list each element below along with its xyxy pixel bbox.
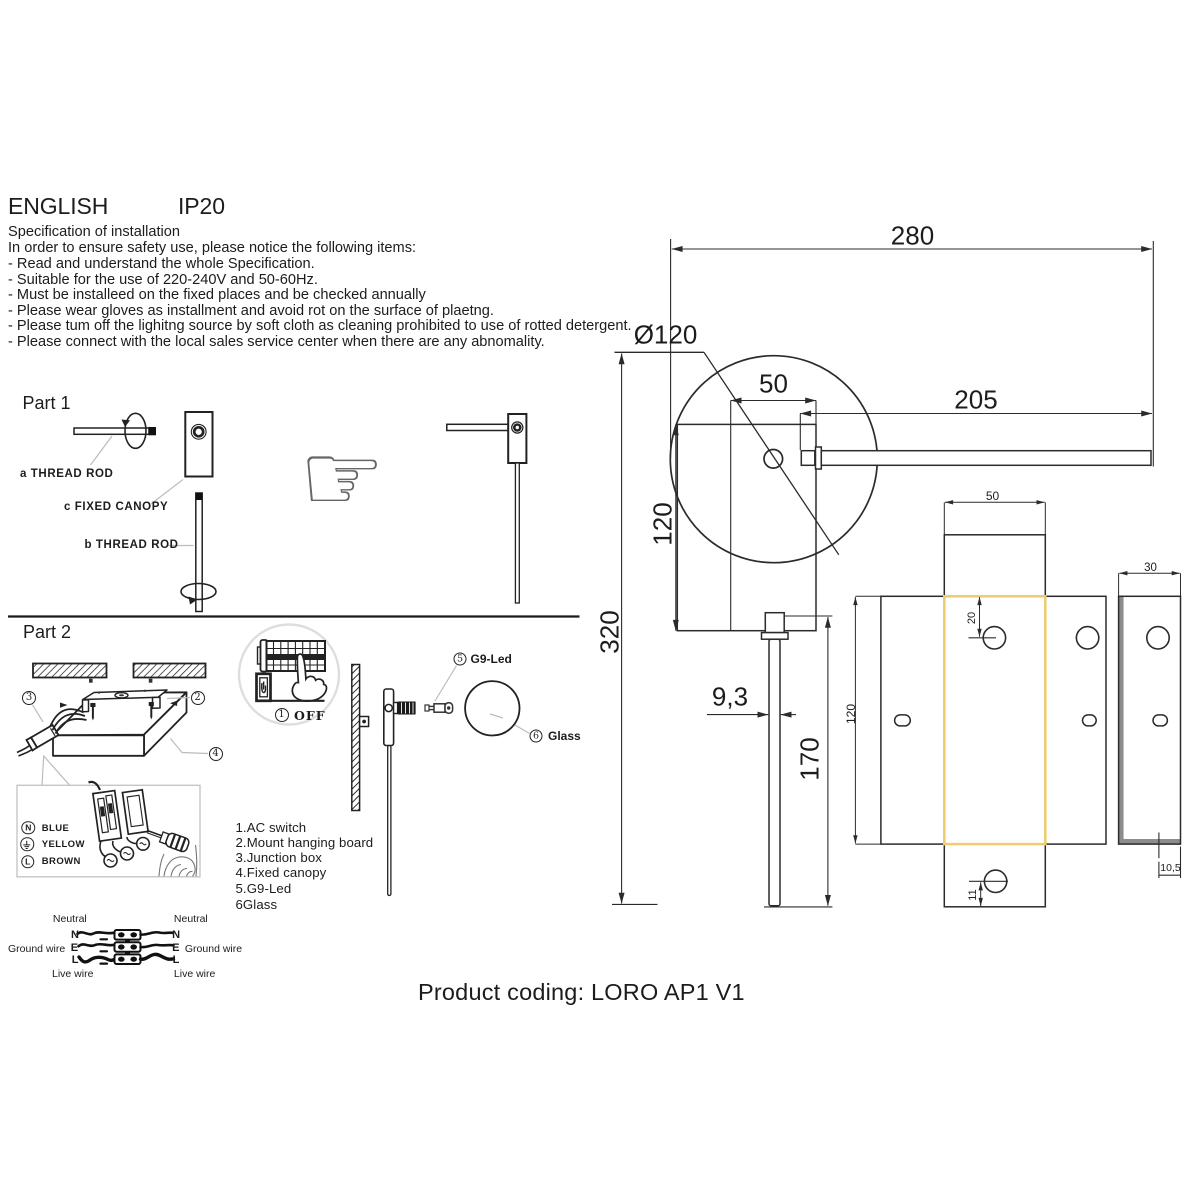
wiring-left-e: E (70, 942, 79, 955)
dim-rod-diameter: 9,3 (711, 681, 749, 712)
pointing-hand-icon: ☞ (298, 422, 386, 534)
legend-n-letter: N (25, 822, 32, 833)
dim-overall-height: 320 (594, 609, 625, 654)
dim-canopy-height: 120 (647, 501, 677, 546)
callout-1: 1 (274, 707, 289, 722)
hanging-board-highlight (942, 594, 1047, 846)
parts-list-item-1: 1.AC switch (235, 819, 307, 835)
dim-overall-width: 280 (890, 220, 935, 250)
dim-plate-height: 120 (843, 703, 858, 725)
callout-6-number: 6 (532, 730, 540, 742)
part2-wall-figure (351, 663, 370, 812)
wiring-right-n: N (172, 929, 181, 942)
callout-2: 2 (190, 690, 205, 705)
legend-symbol-n: N (21, 820, 36, 835)
label-fixed-canopy: c FIXED CANOPY (64, 500, 169, 513)
part2-ceiling-figure (32, 662, 207, 683)
legend-symbol-l: L (20, 854, 35, 869)
wiring-detail-inset (16, 784, 201, 878)
legend-yellow: YELLOW (41, 839, 85, 851)
legend-symbol-earth (20, 837, 34, 852)
dim-side-width: 30 (1144, 561, 1157, 574)
callout-3-number: 3 (25, 692, 33, 703)
off-step-inset (237, 623, 341, 726)
wiring-right-live: Live wire (173, 967, 216, 980)
label-thread-rod-a: a THREAD ROD (20, 468, 114, 480)
dim-hole-top-offset: 20 (966, 611, 978, 625)
g9-led-label: G9-Led (470, 651, 512, 666)
wiring-right-e: E (172, 942, 180, 955)
side-view-drawing (1117, 571, 1182, 878)
parts-list-item-6: 6Glass (235, 896, 278, 912)
dim-side-hole-offset: 10,5 (1160, 861, 1181, 874)
dim-board-width: 50 (759, 368, 788, 399)
wiring-right-ground: Ground wire (184, 942, 243, 955)
leader-a (90, 435, 113, 466)
off-label: OFF (294, 708, 326, 723)
callout-4-number: 4 (212, 748, 219, 759)
front-view-drawing (612, 239, 1154, 908)
spec-title: Specification of installation (8, 223, 180, 240)
dim-plate-tab-width: 50 (985, 488, 1000, 503)
callout-5: 5 (453, 652, 467, 666)
earth-icon (23, 840, 31, 849)
callout-5-number: 5 (456, 653, 464, 665)
language-title: ENGLISH (8, 193, 109, 219)
part1-thread-rod-b-figure (180, 492, 217, 613)
part1-fixed-canopy-figure (184, 411, 214, 478)
spec-item-2: - Suitable for the use of 220-240V and 5… (8, 271, 318, 288)
label-thread-rod-b: b THREAD ROD (84, 539, 179, 551)
callout-2-number: 2 (194, 692, 201, 703)
spec-item-1: - Read and understand the whole Specific… (8, 256, 315, 272)
part2-leader-lines (31, 665, 530, 786)
wiring-left-n: N (71, 929, 79, 942)
wiring-right-l: L (172, 954, 180, 967)
spec-item-5: - Please tum off the lighitng source by … (8, 318, 632, 334)
part1-thread-rod-a-figure (73, 412, 156, 450)
wiring-left-live: Live wire (52, 967, 94, 980)
glass-leader-inner (489, 713, 504, 719)
part2-canopy-box-figure (52, 689, 188, 757)
wiring-detail-art (88, 780, 198, 877)
parts-list-item-4: 4.Fixed canopy (235, 865, 327, 880)
wiring-right-neutral: Neutral (173, 913, 208, 925)
legend-blue: BLUE (41, 822, 70, 834)
parts-list-item-3: 3.Junction box (235, 850, 322, 865)
spec-item-6: - Please connect with the local sales se… (8, 333, 545, 350)
part1-title: Part 1 (22, 393, 71, 413)
callout-1-number: 1 (278, 709, 285, 721)
dim-diameter: Ø120 (633, 319, 698, 350)
wiring-left-l: L (71, 954, 79, 967)
glass-label: Glass (548, 729, 581, 743)
spec-intro: In order to ensure safety use, please no… (8, 239, 417, 256)
legend-l-letter: L (25, 856, 31, 867)
product-coding: Product coding: LORO AP1 V1 (418, 979, 745, 1005)
mounting-plate-drawing (853, 500, 1107, 908)
part2-lamp-figure (382, 688, 416, 897)
wiring-diagram-art (76, 929, 176, 966)
part2-junction-box-figure (16, 708, 87, 757)
part2-title: Part 2 (23, 621, 72, 642)
spec-item-3: - Must be installeed on the fixed places… (8, 287, 426, 303)
callout-6: 6 (529, 729, 543, 743)
wiring-left-neutral: Neutral (52, 913, 87, 925)
hand-holding-screwdriver (158, 844, 198, 877)
legend-brown: BROWN (41, 856, 81, 868)
dim-hole-bottom-offset: 11 (967, 889, 979, 901)
g9-led-bulb-figure (424, 702, 454, 714)
parts-list-item-2: 2.Mount hanging board (235, 834, 374, 850)
ip-rating: IP20 (178, 193, 225, 219)
callout-3: 3 (22, 690, 36, 705)
spec-item-4: - Please wear gloves as installment and … (8, 302, 494, 319)
leader-c (150, 479, 184, 505)
part1-assembled-figure (446, 413, 528, 604)
wiring-left-ground: Ground wire (8, 942, 66, 955)
glass-figure (464, 680, 521, 737)
dim-rod-length: 170 (794, 736, 825, 781)
dim-arm-length: 205 (954, 384, 998, 415)
callout-4: 4 (208, 746, 223, 761)
parts-list-item-5: 5.G9-Led (235, 881, 292, 896)
